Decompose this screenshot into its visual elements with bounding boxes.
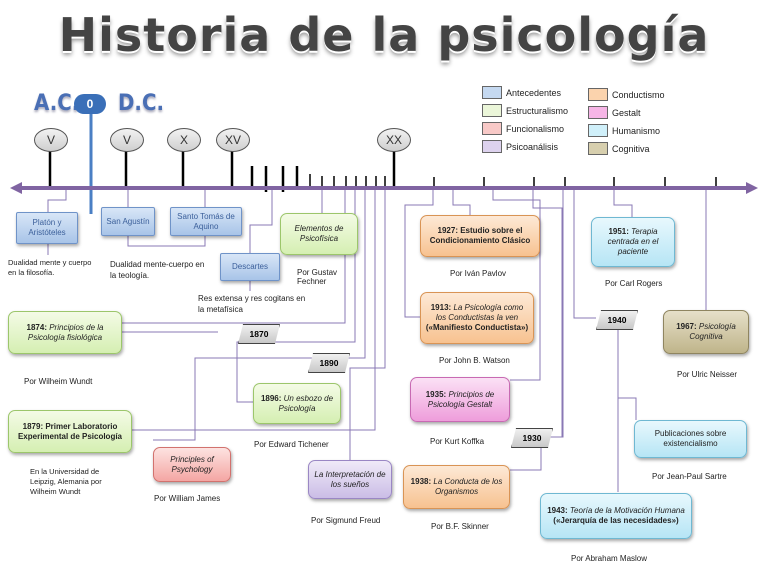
- event-title: La Interpretación de los sueños: [314, 469, 386, 489]
- legend-label: Humanismo: [612, 125, 661, 136]
- author-tichener: Por Edward Tichener: [254, 440, 329, 449]
- era-dc-label: D.C.: [118, 91, 164, 116]
- event-title: Psicología Cognitiva: [689, 322, 736, 341]
- event-maslow: 1943: Teoría de la Motivación Humana(«Je…: [540, 493, 692, 539]
- author-sartre: Por Jean-Paul Sartre: [652, 472, 727, 481]
- legend-swatch: [482, 86, 502, 99]
- legend-label: Antecedentes: [506, 87, 562, 98]
- event-title: Elementos de Psicofísica: [294, 224, 344, 243]
- author-maslow: Por Abraham Maslow: [571, 554, 648, 563]
- year-tag-1890: 1890: [308, 353, 350, 373]
- year-tag-1870: 1870: [238, 324, 280, 344]
- note-descartes: Res extensa y res cogitans en la metafís…: [198, 294, 306, 314]
- event-wundt-1879: 1879: Primer Laboratorio Experimental de…: [8, 410, 132, 453]
- author-james: Por William James: [154, 494, 221, 503]
- event-year: 1874:: [26, 322, 47, 332]
- author-rogers: Por Carl Rogers: [605, 279, 663, 288]
- legend-swatch: [588, 142, 608, 155]
- event-title: Principles of Psychology: [170, 454, 214, 474]
- event-year: 1913:: [430, 303, 452, 312]
- event-title: Un esbozo de Psicología: [278, 393, 334, 413]
- note-platon: Dualidad mente y cuerpo en la filosofía.: [8, 258, 92, 278]
- legend-item: Estructuralismo: [482, 104, 568, 117]
- legend-item: Psicoanálisis: [482, 140, 558, 153]
- year-tag-1930: 1930: [511, 428, 553, 448]
- century-marker: XV: [216, 128, 250, 152]
- author-wundt: Por Wilheim Wundt: [24, 377, 93, 386]
- event-title: La Psicología como los Conductistas la v…: [435, 303, 524, 322]
- event-pavlov: 1927: Estudio sobre el Condicionamiento …: [420, 215, 540, 257]
- legend-item: Conductismo: [588, 88, 665, 101]
- event-year: 1935:: [425, 389, 447, 399]
- century-marker: V: [110, 128, 144, 152]
- author-fechner: Por Gustav Fechner: [297, 268, 338, 286]
- page-title: Historia de la psicología: [58, 8, 710, 62]
- event-title: La Conducta de los Organismos: [433, 477, 503, 496]
- event-santo-tomas: Santo Tomás de Aquino: [170, 207, 242, 236]
- legend-item: Gestalt: [588, 106, 641, 119]
- legend-swatch: [482, 104, 502, 117]
- legend-label: Funcionalismo: [506, 123, 565, 134]
- era-ac-label: A.C.: [34, 91, 80, 116]
- event-freud: La Interpretación de los sueños: [308, 460, 392, 499]
- event-san-agustin: San Agustín: [101, 207, 155, 236]
- event-year: 1951:: [608, 227, 629, 236]
- legend-label: Cognitiva: [612, 143, 650, 154]
- author-neisser: Por Ulric Neisser: [677, 370, 738, 379]
- century-marker: V: [34, 128, 68, 152]
- note-wundt-leipzig: En la Universidad de Leipzig, Alemania p…: [30, 467, 102, 497]
- event-year: 1967:: [676, 322, 697, 331]
- event-subtitle: («Manifiesto Conductista»): [425, 323, 529, 332]
- author-watson: Por John B. Watson: [439, 356, 510, 365]
- event-sartre: Publicaciones sobre existencialismo: [634, 420, 747, 458]
- event-descartes: Descartes: [220, 253, 280, 281]
- legend-label: Gestalt: [612, 107, 641, 118]
- legend-item: Funcionalismo: [482, 122, 564, 135]
- legend-label: Psicoanálisis: [506, 141, 559, 152]
- event-neisser: 1967: Psicología Cognitiva: [663, 310, 749, 354]
- event-skinner: 1938: La Conducta de los Organismos: [403, 465, 510, 509]
- event-subtitle: («Jerarquía de las necesidades»): [553, 516, 679, 525]
- legend-item: Humanismo: [588, 124, 660, 137]
- era-zero-marker: 0: [74, 94, 106, 114]
- event-year: 1896:: [260, 393, 282, 403]
- year-tag-1940: 1940: [596, 310, 638, 330]
- century-marker: X: [167, 128, 201, 152]
- event-title: Principios de la Psicología fisiológica: [27, 322, 104, 342]
- legend-item: Cognitiva: [588, 142, 650, 155]
- note-teologia: Dualidad mente-cuerpo en la teología.: [110, 260, 205, 280]
- event-james: Principles of Psychology: [153, 447, 231, 482]
- legend-swatch: [588, 106, 608, 119]
- event-koffka: 1935: Principios de Psicología Gestalt: [410, 377, 510, 422]
- legend-swatch: [588, 88, 608, 101]
- legend-swatch: [588, 124, 608, 137]
- event-year: 1943:: [547, 506, 568, 515]
- legend-label: Estructuralismo: [506, 105, 569, 116]
- legend-swatch: [482, 122, 502, 135]
- event-title: Terapia centrada en el paciente: [607, 227, 659, 256]
- event-title: Principios de Psicología Gestalt: [427, 389, 495, 409]
- legend-swatch: [482, 140, 502, 153]
- legend-label: Conductismo: [612, 89, 665, 100]
- author-skinner: Por B.F. Skinner: [431, 522, 489, 531]
- event-platon-aristoteles: Platón y Aristóteles: [16, 212, 78, 244]
- author-freud: Por Sigmund Freud: [311, 516, 381, 525]
- event-wundt-1874: 1874: Principios de la Psicología fisiol…: [8, 311, 122, 354]
- event-fechner: Elementos de Psicofísica: [280, 213, 358, 255]
- event-year: 1938:: [410, 477, 432, 486]
- legend-item: Antecedentes: [482, 86, 561, 99]
- event-title: Teoría de la Motivación Humana: [569, 506, 685, 515]
- author-pavlov: Por Iván Pavlov: [450, 269, 507, 278]
- century-marker: XX: [377, 128, 411, 152]
- event-rogers: 1951: Terapia centrada en el paciente: [591, 217, 675, 267]
- author-koffka: Por Kurt Koffka: [430, 437, 485, 446]
- event-watson: 1913: La Psicología como los Conductista…: [420, 292, 534, 344]
- event-tichener: 1896: Un esbozo de Psicología: [253, 383, 341, 424]
